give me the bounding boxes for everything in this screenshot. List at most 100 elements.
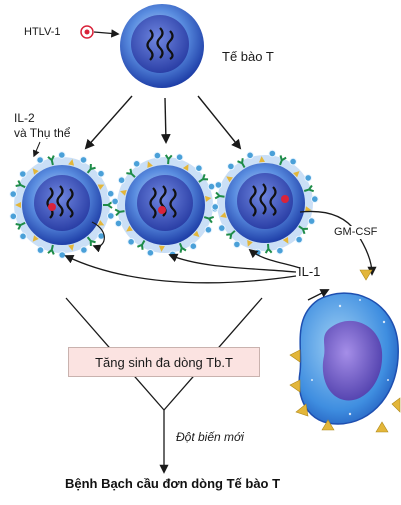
il2-receptor-icon xyxy=(137,240,146,250)
cytokine-icon xyxy=(32,168,39,175)
il2-particle-icon xyxy=(19,170,27,178)
cytokine-icon xyxy=(120,190,127,196)
il2-particle-icon xyxy=(146,249,155,257)
cytokine-icon xyxy=(293,171,300,178)
cytokine-icon xyxy=(68,159,75,166)
cytokine-icon xyxy=(158,245,165,252)
split-arrow-left xyxy=(84,95,133,150)
t-cell-top xyxy=(120,4,204,88)
t-cell-left xyxy=(14,157,110,253)
il2-particle-icon xyxy=(19,232,27,241)
cytokine-icon xyxy=(126,225,133,232)
proliferation-box: Tăng sinh đa dòng Tb.T xyxy=(68,347,260,377)
cytokine-icon xyxy=(68,244,75,251)
split-arrow-center xyxy=(160,97,171,144)
label-gm-csf: GM-CSF xyxy=(332,226,380,239)
label-htlv1: HTLV-1 xyxy=(24,26,61,38)
cytokine-icon xyxy=(282,237,289,244)
il2-particle-icon xyxy=(289,157,297,166)
monocyte-cell xyxy=(289,269,401,433)
il2-receptor-icon xyxy=(15,180,26,189)
il2-particle-icon xyxy=(79,156,88,164)
il2-receptor-icon xyxy=(203,215,215,224)
il2-receptor-icon xyxy=(298,225,308,235)
il2-particle-icon xyxy=(127,238,135,246)
il2-particle-icon xyxy=(218,224,226,232)
il2-receptor-icon xyxy=(237,158,246,168)
il2-particle-icon xyxy=(304,174,313,182)
il2-receptor-icon xyxy=(47,244,55,255)
il2-particle-icon xyxy=(268,149,277,158)
htlv1-virus-icon xyxy=(80,25,94,39)
il2-receptor-icon xyxy=(264,243,273,254)
t-cell-right xyxy=(217,155,313,251)
cytokine-icon xyxy=(205,195,212,202)
label-il2-receptor: và Thụ thể xyxy=(14,126,71,140)
cytokine-icon xyxy=(32,235,39,242)
il2-receptor-icon xyxy=(279,155,287,166)
il2-particle-icon xyxy=(111,197,119,206)
split-arrow-right xyxy=(197,95,242,150)
il2-particle-icon xyxy=(195,164,203,172)
il2-receptor-icon xyxy=(114,208,125,217)
il2-particle-icon xyxy=(189,242,198,250)
cytokine-icon xyxy=(192,230,200,237)
il2-particle-icon xyxy=(80,246,88,254)
receptors-and-cytokines xyxy=(9,149,319,259)
il2-receptor-icon xyxy=(103,201,113,209)
cytokine-icon xyxy=(259,156,265,163)
il2-particle-icon xyxy=(227,162,235,171)
cytokine-icon xyxy=(97,220,105,226)
il2-particle-icon xyxy=(233,240,241,249)
il2-receptor-icon xyxy=(164,154,173,165)
il2-receptor-icon xyxy=(86,236,96,247)
il2-receptor-icon xyxy=(198,174,209,183)
il2-particle-icon xyxy=(97,169,105,178)
label-proliferation: Tăng sinh đa dòng Tb.T xyxy=(95,354,233,370)
il2-receptor-icon xyxy=(226,230,236,240)
il2-particle-icon xyxy=(207,182,216,191)
il2-receptor-icon xyxy=(178,242,187,253)
il2-particle-icon xyxy=(58,151,66,159)
cytokine-icon xyxy=(97,184,105,190)
il2-particle-icon xyxy=(106,189,115,198)
il2-receptor-icon xyxy=(15,221,26,230)
il2-receptor-icon xyxy=(214,191,225,200)
t-cell-center xyxy=(117,157,213,253)
il1-arrow-to-center-cell xyxy=(168,253,297,273)
il2-particle-icon xyxy=(276,246,284,255)
il2-particle-icon xyxy=(246,151,254,160)
il1-arrow-to-right-cell xyxy=(248,248,301,269)
il1-arrow-to-left-cell xyxy=(64,255,297,284)
cytokine-icon xyxy=(226,176,233,183)
cytokine-icon xyxy=(182,164,189,171)
il2-pointer-arrow xyxy=(32,141,41,158)
il2-particle-icon xyxy=(117,176,126,184)
il1-arrow-from-monocyte xyxy=(307,289,330,301)
label-il2: IL-2 xyxy=(14,111,35,125)
il2-particle-icon xyxy=(153,151,162,160)
il2-receptor-icon xyxy=(303,184,315,193)
il2-particle-icon xyxy=(132,160,141,168)
il2-particle-icon xyxy=(307,217,316,225)
virus-to-tcell-arrow xyxy=(93,29,120,38)
il2-particle-icon xyxy=(211,203,219,211)
chromosome-icon xyxy=(146,27,174,61)
il2-particle-icon xyxy=(204,226,213,234)
il2-particle-icon xyxy=(9,212,18,221)
il2-particle-icon xyxy=(311,195,319,203)
label-t-cell: Tế bào T xyxy=(222,49,274,64)
il2-particle-icon xyxy=(114,219,123,228)
label-monoclonal-t-cell-leukemia: Bệnh Bạch cầu đơn dòng Tế bào T xyxy=(64,476,281,491)
il2-particle-icon xyxy=(175,153,184,161)
il2-particle-icon xyxy=(36,246,45,254)
autocrine-arrow xyxy=(91,221,105,253)
cytokine-icon xyxy=(15,202,21,208)
label-il1: IL-1 xyxy=(298,264,321,279)
il2-particle-icon xyxy=(214,181,223,189)
cytokine-icon xyxy=(220,212,227,218)
il2-particle-icon xyxy=(9,190,17,198)
il2-receptor-icon xyxy=(47,155,55,166)
